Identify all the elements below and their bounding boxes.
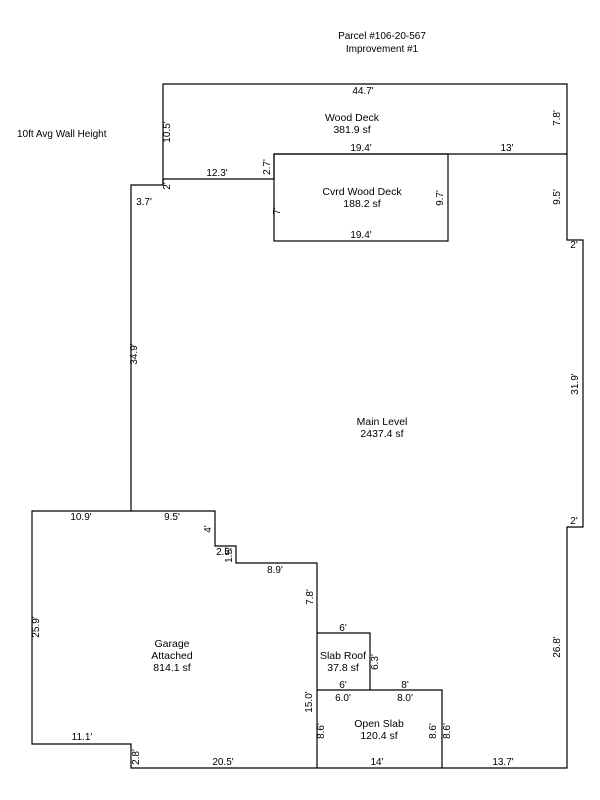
dim-step-13: 13' <box>500 143 514 154</box>
dim-garage-11-1: 11.1' <box>71 732 93 743</box>
dim-right-2-a: 2' <box>570 240 578 251</box>
covered-deck-label: Cvrd Wood Deck 188.2 sf <box>322 186 401 210</box>
open-slab-label: Open Slab 120.4 sf <box>354 718 404 742</box>
dim-deck-right: 7.8' <box>552 110 563 126</box>
dim-open-8-6-right-a: 8.6' <box>428 723 439 739</box>
dim-left-34-9: 34.9' <box>129 343 140 365</box>
main-level-label: Main Level 2437.4 sf <box>357 416 408 440</box>
dim-garage-2-5: 2.5' <box>216 547 232 558</box>
covered-deck-name: Cvrd Wood Deck <box>322 186 402 198</box>
garage-wall <box>131 510 318 768</box>
dim-right-2-b: 2' <box>570 516 578 527</box>
dim-bottom-14: 14' <box>370 757 384 768</box>
dim-right-26-8: 26.8' <box>552 636 563 658</box>
dim-open-8-6-left: 8.6' <box>316 723 327 739</box>
garage-size: 814.1 sf <box>153 662 191 674</box>
outer-outline <box>31 83 584 769</box>
dim-open-15-0: 15.0' <box>304 691 315 713</box>
dim-right-31-9: 31.9' <box>570 373 581 395</box>
slab-roof-name: Slab Roof <box>319 650 367 662</box>
dim-cvrd-left: 7' <box>272 207 283 215</box>
dim-garage-20-5: 20.5' <box>212 757 234 768</box>
wood-deck-label: Wood Deck 381.9 sf <box>325 112 379 136</box>
main-level-name: Main Level <box>356 416 408 428</box>
dim-garage-left: 25.9' <box>31 616 42 638</box>
garage-type: Attached <box>151 650 193 662</box>
dim-bottom-13-7: 13.7' <box>492 757 514 768</box>
dim-cvrd-top: 19.4' <box>350 143 372 154</box>
dim-deck-top: 44.7' <box>352 86 374 97</box>
dim-open-6-0: 6.0' <box>335 693 351 704</box>
dim-open-8-0: 8.0' <box>397 693 413 704</box>
dim-step-2-7: 2.7' <box>262 159 273 175</box>
dim-garage-1-5: 1.5' <box>224 547 235 563</box>
open-slab-name: Open Slab <box>354 718 404 730</box>
wood-deck-name: Wood Deck <box>324 112 380 124</box>
dim-garage-9-5: 9.5' <box>164 512 180 523</box>
parcel-number: Parcel #106-20-567 <box>338 31 426 42</box>
dim-deck-left: 10.5' <box>162 121 173 143</box>
dim-garage-2-8: 2.8' <box>131 749 142 765</box>
open-slab-size: 120.4 sf <box>360 730 398 742</box>
open-slab-outline <box>317 689 443 768</box>
dim-cvrd-bottom: 19.4' <box>350 230 372 241</box>
dim-slab-6-top: 6' <box>339 623 347 634</box>
dim-step-3-7: 3.7' <box>136 197 152 208</box>
improvement-label: Improvement #1 <box>345 44 419 55</box>
dim-slab-6-3: 6.3' <box>370 654 381 670</box>
slab-roof-size: 37.8 sf <box>327 662 359 674</box>
garage-label: Garage Attached 814.1 sf <box>151 638 192 674</box>
wood-deck-size: 381.9 sf <box>333 124 371 136</box>
dim-right-9-5: 9.5' <box>552 189 563 205</box>
dim-slab-8: 8' <box>401 680 409 691</box>
dim-garage-4: 4' <box>203 525 214 533</box>
dim-open-8-6-right-b: 8.6' <box>442 723 453 739</box>
dim-garage-8-9: 8.9' <box>267 565 283 576</box>
wall-height-note: 10ft Avg Wall Height <box>17 129 107 140</box>
covered-deck-size: 188.2 sf <box>343 198 381 210</box>
dim-step-2-a: 2' <box>162 182 173 190</box>
slab-roof-label: Slab Roof 37.8 sf <box>320 650 366 674</box>
slab-roof-outline <box>317 632 371 690</box>
dim-step-12-3: 12.3' <box>206 168 228 179</box>
covered-deck-outline <box>273 153 449 242</box>
dim-cvrd-right: 9.7' <box>435 190 446 206</box>
garage-name: Garage <box>154 638 190 650</box>
dim-garage-10-9: 10.9' <box>70 512 92 523</box>
main-level-size: 2437.4 sf <box>360 428 404 440</box>
dim-garage-7-8: 7.8' <box>305 589 316 605</box>
dim-slab-6-bottom: 6' <box>339 680 347 691</box>
